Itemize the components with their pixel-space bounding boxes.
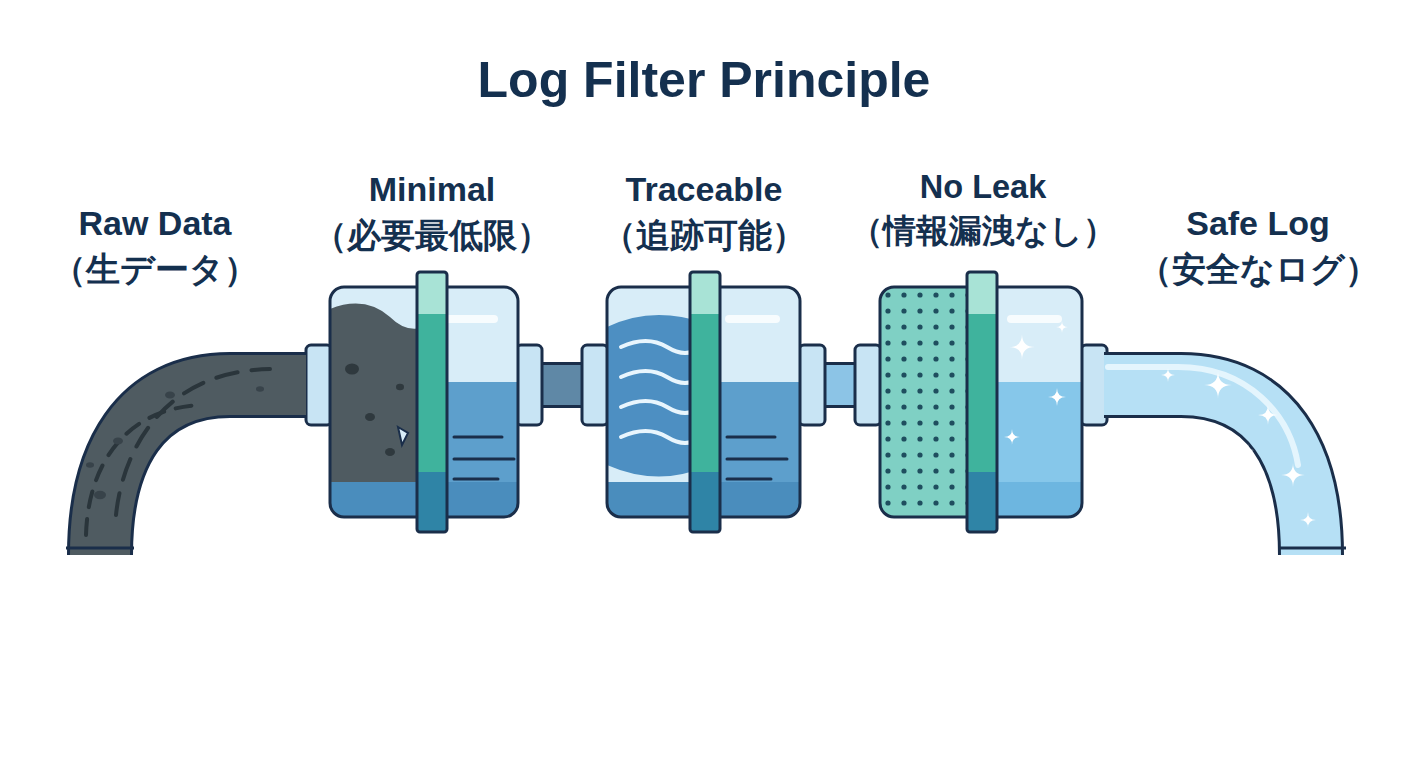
filter-stage: Traceable（追跡可能） — [607, 287, 800, 517]
node-shape — [607, 287, 800, 517]
pipe-fitting — [855, 345, 881, 425]
band-bottom — [690, 472, 720, 532]
band-top — [967, 272, 997, 314]
debris — [398, 427, 408, 445]
stage-label: Minimal（必要最低限） — [313, 166, 551, 258]
sparkle — [1258, 405, 1278, 425]
pipe-highlight — [1108, 367, 1298, 465]
pipe-end — [1278, 547, 1346, 550]
node-shape — [330, 287, 518, 517]
sparkle — [1300, 512, 1316, 528]
stage-name: Traceable — [602, 166, 806, 212]
stage-name: Minimal — [313, 166, 551, 212]
sludge-blob — [165, 392, 175, 399]
glass-highlight — [1007, 315, 1062, 323]
sludge-blob — [396, 384, 404, 390]
speed-line — [454, 458, 514, 461]
stage-label: No Leak（情報漏洩なし） — [850, 166, 1116, 254]
glass-highlight — [443, 315, 498, 323]
pipe-fitting — [799, 345, 825, 425]
sludge-blob — [94, 491, 106, 499]
stage-subtitle: （必要最低限） — [313, 212, 551, 258]
stage-name: No Leak — [850, 166, 1116, 210]
band-top — [417, 272, 447, 314]
stage-subtitle: （追跡可能） — [602, 212, 806, 258]
pipe-streak — [86, 405, 200, 535]
node-shape — [880, 287, 1082, 517]
speed-line — [727, 458, 787, 461]
sludge-blob — [113, 438, 123, 445]
pipe-fitting — [516, 345, 542, 425]
pipe-outline — [1104, 385, 1311, 555]
sludge-blob — [256, 386, 264, 392]
safe-pipe — [1104, 385, 1311, 555]
divider-band — [690, 314, 720, 472]
wave-line — [621, 371, 699, 383]
wave-line — [621, 341, 699, 353]
band-outline — [417, 272, 447, 532]
pipe-streak — [116, 369, 270, 515]
stage-subtitle: （安全なログ） — [1138, 246, 1379, 292]
sparkle — [1048, 388, 1066, 406]
pipe-fitting — [306, 345, 332, 425]
filter-stage: Minimal（必要最低限） — [330, 287, 518, 517]
speed-line — [727, 478, 771, 481]
speed-line — [727, 436, 775, 439]
node-shape — [70, 345, 303, 550]
diagram-title: Log Filter Principle — [0, 48, 1408, 112]
stage-name: Raw Data — [52, 200, 258, 246]
pipe-fitting — [582, 345, 608, 425]
stage-label: Raw Data（生データ） — [52, 200, 258, 292]
node-shape — [1108, 345, 1340, 550]
pipe-end-node: Safe Log（安全なログ） — [1108, 345, 1340, 550]
sludge-blob — [86, 462, 94, 468]
stage-label: Safe Log（安全なログ） — [1138, 200, 1379, 292]
pipe-end-node: Raw Data（生データ） — [70, 345, 303, 550]
sparkle — [1009, 334, 1035, 360]
sparkle — [1161, 368, 1175, 382]
pipe-outline — [100, 385, 306, 555]
band-top — [690, 272, 720, 314]
sparkle — [1004, 429, 1020, 445]
divider-band — [417, 314, 447, 472]
sludge-blob — [345, 363, 359, 374]
stage-subtitle: （情報漏洩なし） — [850, 210, 1116, 254]
raw-pipe — [100, 385, 306, 555]
pipe-fitting — [1081, 345, 1107, 425]
divider-band — [967, 314, 997, 472]
sludge-blob — [385, 448, 395, 456]
sparkle — [1204, 371, 1232, 399]
stage-name: Safe Log — [1138, 200, 1379, 246]
wave-line — [621, 401, 699, 413]
speed-line — [454, 478, 498, 481]
glass-highlight — [725, 315, 780, 323]
speed-line — [454, 436, 502, 439]
sludge-blob — [365, 413, 375, 421]
pipe-end — [66, 547, 134, 550]
filter-stage: No Leak（情報漏洩なし） — [880, 287, 1082, 517]
sparkle — [1242, 444, 1254, 456]
stage-label: Traceable（追跡可能） — [602, 166, 806, 258]
band-outline — [690, 272, 720, 532]
band-bottom — [417, 472, 447, 532]
sparkle — [1281, 463, 1305, 487]
band-bottom — [967, 472, 997, 532]
wave-line — [621, 431, 699, 443]
stage-subtitle: （生データ） — [52, 246, 258, 292]
band-outline — [967, 272, 997, 532]
